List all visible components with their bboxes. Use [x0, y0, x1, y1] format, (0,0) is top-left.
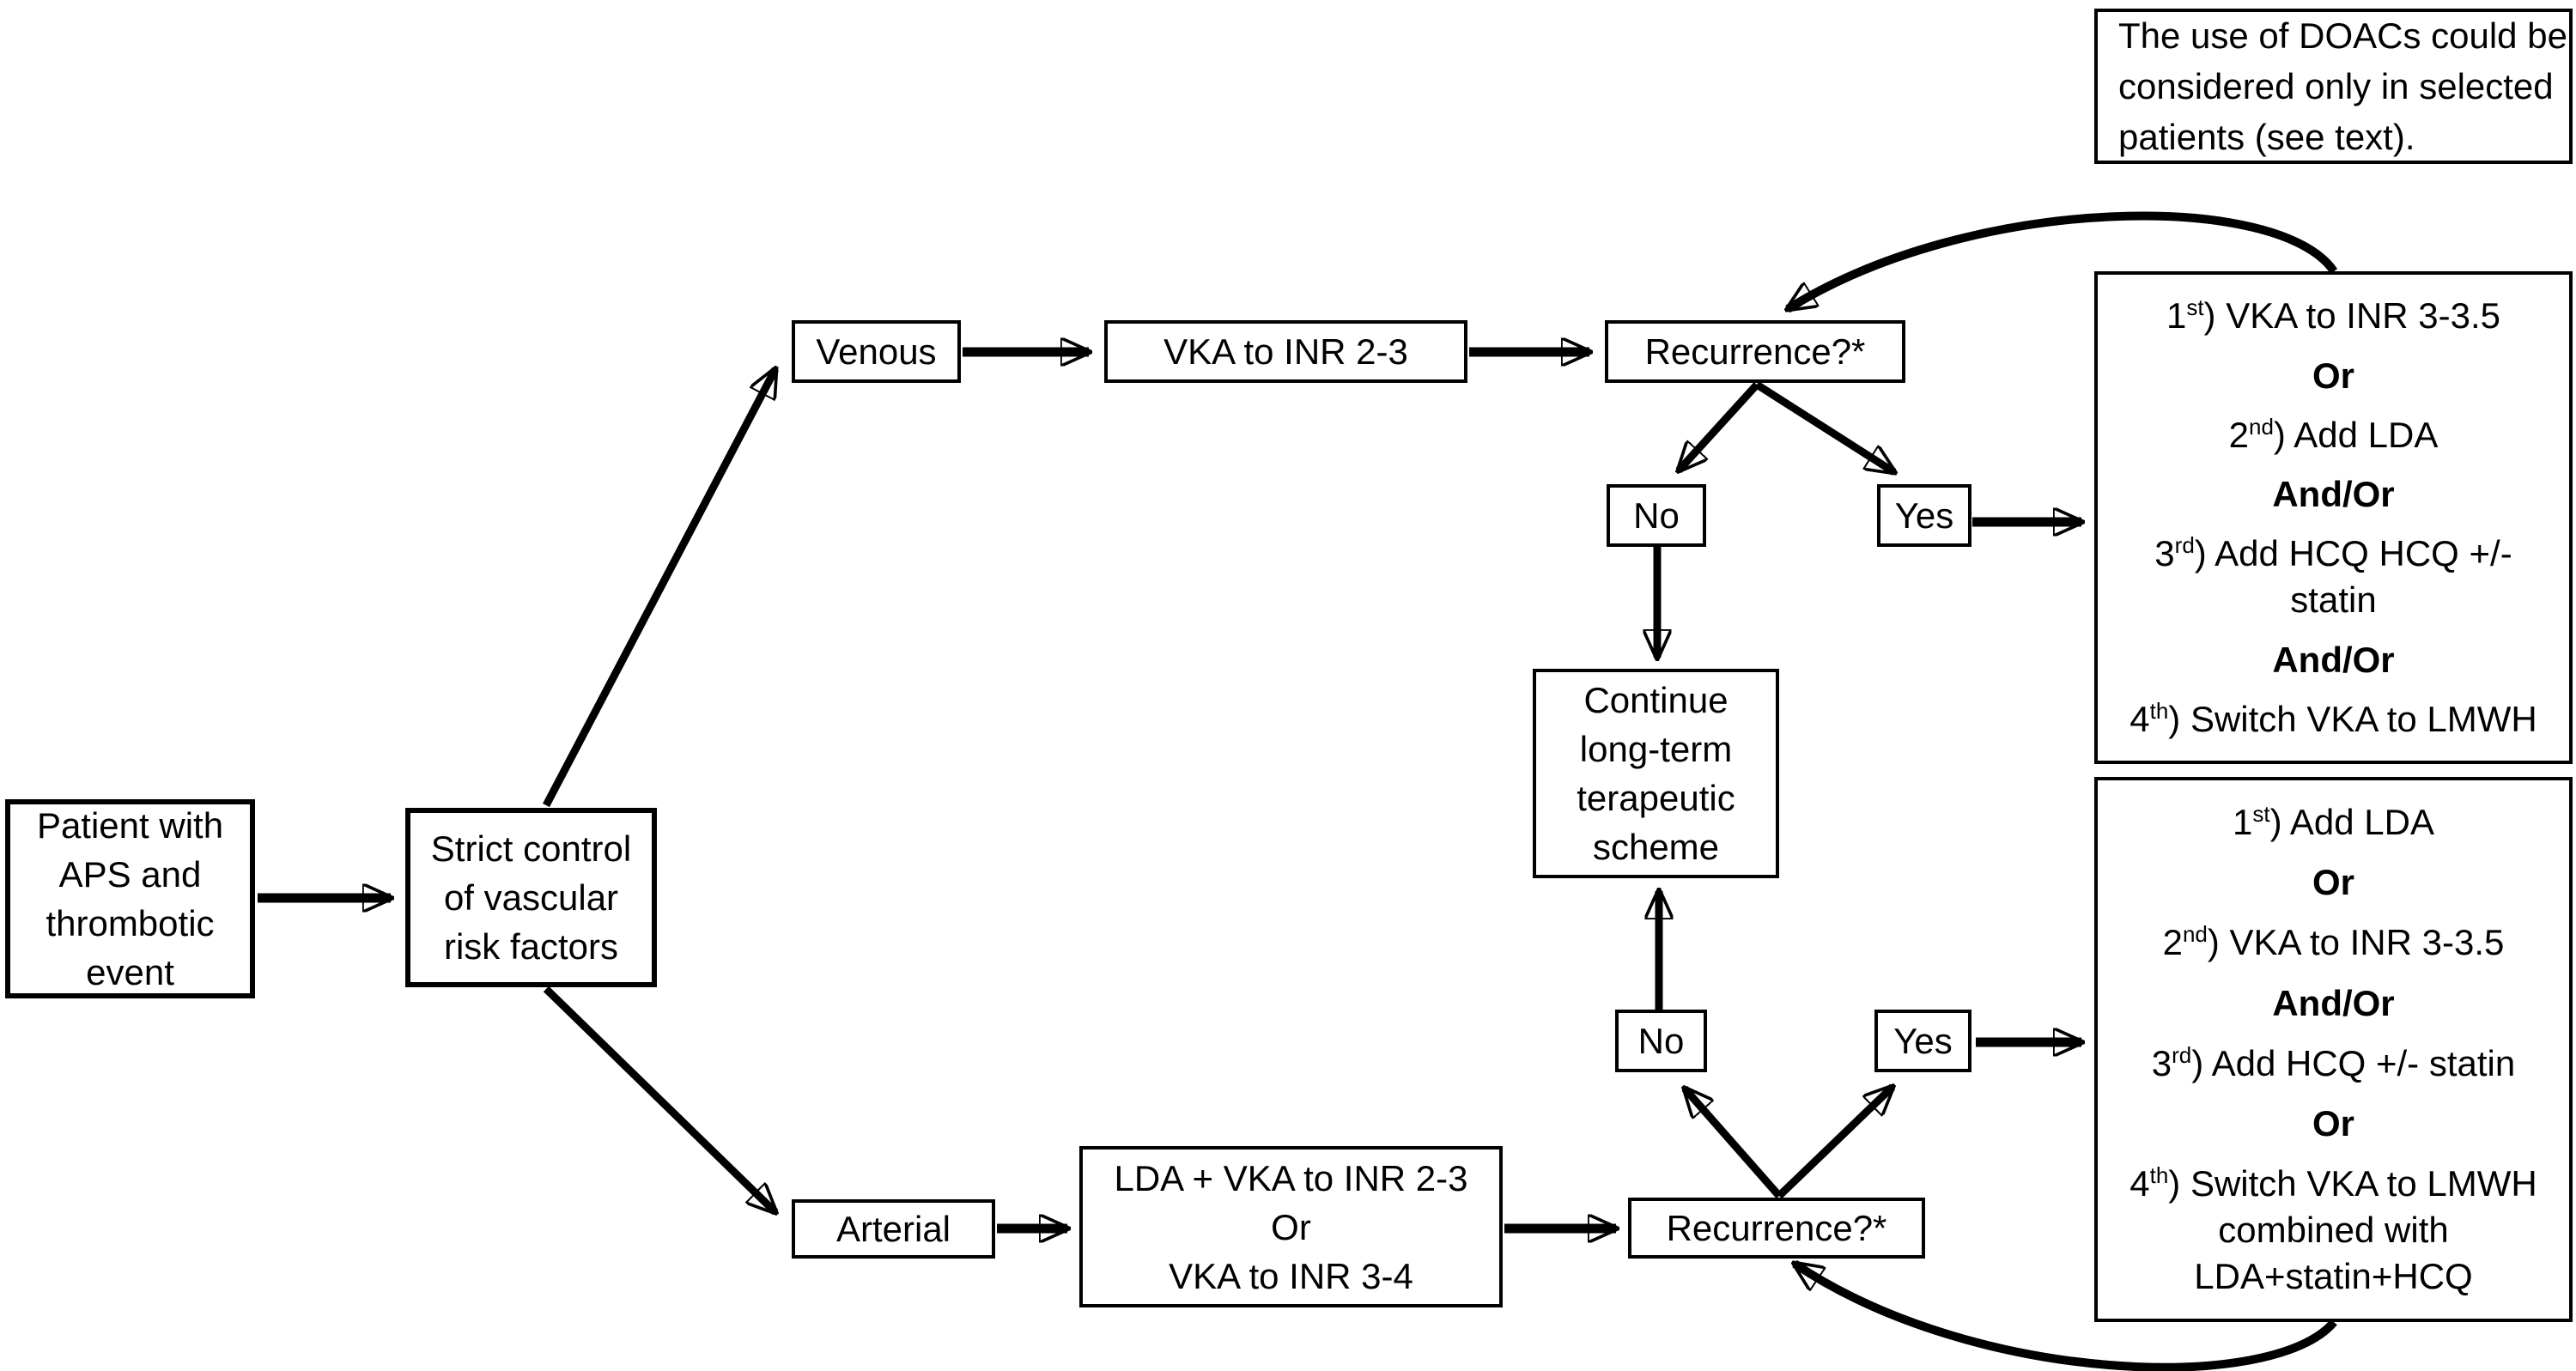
step-line: 3rd) Add HCQ HCQ +/-: [2154, 531, 2512, 577]
lda-vka-line: VKA to INR 3-4: [1169, 1255, 1413, 1296]
continue-line: long-term: [1579, 729, 1733, 769]
recurrence-bottom-label: Recurrence?*: [1666, 1208, 1887, 1248]
no-bottom-label: No: [1637, 1021, 1685, 1061]
no-bottom-box: No: [1615, 1010, 1707, 1072]
no-top-label: No: [1633, 495, 1680, 536]
continue-line: Continue: [1583, 680, 1728, 720]
yes-bottom-box: Yes: [1874, 1010, 1971, 1072]
continue-line: terapeutic: [1577, 778, 1735, 818]
step-number: 2: [2228, 414, 2249, 455]
doacs-note-box: The use of DOACs could be considered onl…: [2094, 9, 2573, 164]
arrow-strict-to-arterial: [543, 986, 775, 1212]
step-ordinal-suffix: st: [2186, 294, 2204, 321]
continue-line: scheme: [1592, 827, 1720, 867]
yes-top-box: Yes: [1877, 484, 1971, 547]
lda-vka-box: LDA + VKA to INR 2-3 Or VKA to INR 3-4: [1079, 1146, 1503, 1307]
step-number: 4: [2129, 1162, 2150, 1204]
venous-box: Venous: [792, 320, 961, 383]
treatment-connector: Or: [2312, 355, 2354, 396]
feedback-curve-bottom: [1795, 1264, 2337, 1371]
step-ordinal-suffix: nd: [2248, 413, 2274, 440]
recurrence-bottom-box: Recurrence?*: [1628, 1198, 1925, 1259]
treatment-connector: Or: [2312, 1102, 2354, 1144]
recurrence-top-box: Recurrence?*: [1605, 320, 1905, 383]
doacs-note-line: considered only in selected: [2118, 66, 2554, 106]
arterial-label: Arterial: [835, 1209, 951, 1249]
arterial-treatment-box: 1st) Add LDA Or 2nd) VKA to INR 3-3.5 An…: [2094, 777, 2573, 1322]
treatment-connector: And/Or: [2272, 474, 2395, 514]
venous-label: Venous: [816, 331, 937, 372]
vka-inr-2-3-label: VKA to INR 2-3: [1163, 331, 1408, 372]
arrow-recurrence-bottom-to-no: [1685, 1089, 1783, 1198]
step-ordinal-suffix: nd: [2182, 921, 2208, 948]
step-number: 2: [2162, 922, 2183, 963]
step-text: ) Add LDA: [2273, 414, 2439, 455]
step-ordinal-suffix: th: [2149, 697, 2169, 724]
step-number: 3: [2154, 533, 2175, 574]
treatment-step: 2nd) VKA to INR 3-3.5: [2163, 919, 2505, 966]
step-number: 1: [2232, 802, 2253, 843]
patient-line: APS and: [58, 854, 202, 895]
lda-vka-line: Or: [1271, 1206, 1311, 1247]
step-ordinal-suffix: rd: [2174, 532, 2195, 559]
step-ordinal-suffix: rd: [2172, 1041, 2192, 1068]
step-line: LDA+statin+HCQ: [2194, 1255, 2473, 1296]
step-number: 4: [2129, 698, 2150, 739]
step-text: ) Add HCQ +/- statin: [2191, 1042, 2516, 1083]
yes-top-label: Yes: [1894, 495, 1954, 536]
treatment-step: 2nd) Add LDA: [2229, 412, 2439, 458]
step-ordinal-suffix: th: [2149, 1162, 2169, 1188]
step-line: combined with: [2218, 1209, 2449, 1250]
step-text: ) VKA to INR 3-3.5: [2207, 922, 2505, 963]
treatment-step: 3rd) Add HCQ +/- statin: [2152, 1040, 2515, 1087]
arrow-recurrence-bottom-to-yes: [1776, 1087, 1893, 1199]
treatment-step: 1st) Add LDA: [2233, 799, 2434, 846]
vka-inr-2-3-box: VKA to INR 2-3: [1104, 320, 1467, 383]
venous-treatment-box: 1st) VKA to INR 3-3.5 Or 2nd) Add LDA An…: [2094, 271, 2573, 764]
arrow-recurrence-top-to-no: [1679, 381, 1760, 470]
strict-line: of vascular: [443, 877, 619, 918]
continue-scheme-box: Continue long-term terapeutic scheme: [1533, 669, 1779, 878]
patient-line: Patient with: [36, 805, 224, 846]
recurrence-top-label: Recurrence?*: [1644, 331, 1866, 372]
step-number: 1: [2166, 295, 2187, 337]
step-text: ) Add HCQ HCQ +/-: [2194, 533, 2512, 574]
patient-box: Patient with APS and thrombotic event: [5, 799, 255, 998]
treatment-step: 1st) VKA to INR 3-3.5: [2166, 293, 2500, 339]
step-line: 4th) Switch VKA to LMWH: [2129, 1161, 2537, 1207]
strict-control-box: Strict control of vascular risk factors: [405, 808, 657, 987]
patient-line: event: [86, 952, 174, 992]
step-number: 3: [2151, 1042, 2172, 1083]
yes-bottom-label: Yes: [1893, 1021, 1953, 1061]
treatment-connector: Or: [2312, 862, 2354, 903]
strict-line: risk factors: [443, 926, 619, 967]
strict-line: Strict control: [430, 828, 632, 869]
step-text: ) VKA to INR 3-3.5: [2203, 295, 2501, 337]
arterial-box: Arterial: [792, 1199, 995, 1259]
lda-vka-line: LDA + VKA to INR 2-3: [1114, 1157, 1468, 1198]
treatment-step: 3rd) Add HCQ HCQ +/- statin: [2154, 531, 2512, 623]
arrow-strict-to-venous: [543, 369, 779, 808]
treatment-step: 4th) Switch VKA to LMWH: [2129, 696, 2537, 743]
no-top-box: No: [1607, 484, 1706, 547]
step-text: ) Switch VKA to LMWH: [2168, 1162, 2537, 1204]
doacs-note-line: The use of DOACs could be: [2118, 15, 2567, 56]
feedback-curve-top: [1788, 211, 2338, 309]
step-text: ) Add LDA: [2269, 802, 2435, 843]
step-line: statin: [2290, 579, 2377, 621]
patient-line: thrombotic: [46, 903, 215, 943]
treatment-step: 4th) Switch VKA to LMWH combined with LD…: [2129, 1161, 2537, 1300]
treatment-connector: And/Or: [2272, 982, 2395, 1023]
step-text: ) Switch VKA to LMWH: [2168, 698, 2537, 739]
treatment-connector: And/Or: [2272, 639, 2395, 680]
arrow-recurrence-top-to-yes: [1754, 381, 1894, 472]
doacs-note-line: patients (see text).: [2118, 117, 2415, 157]
step-ordinal-suffix: st: [2252, 801, 2270, 828]
